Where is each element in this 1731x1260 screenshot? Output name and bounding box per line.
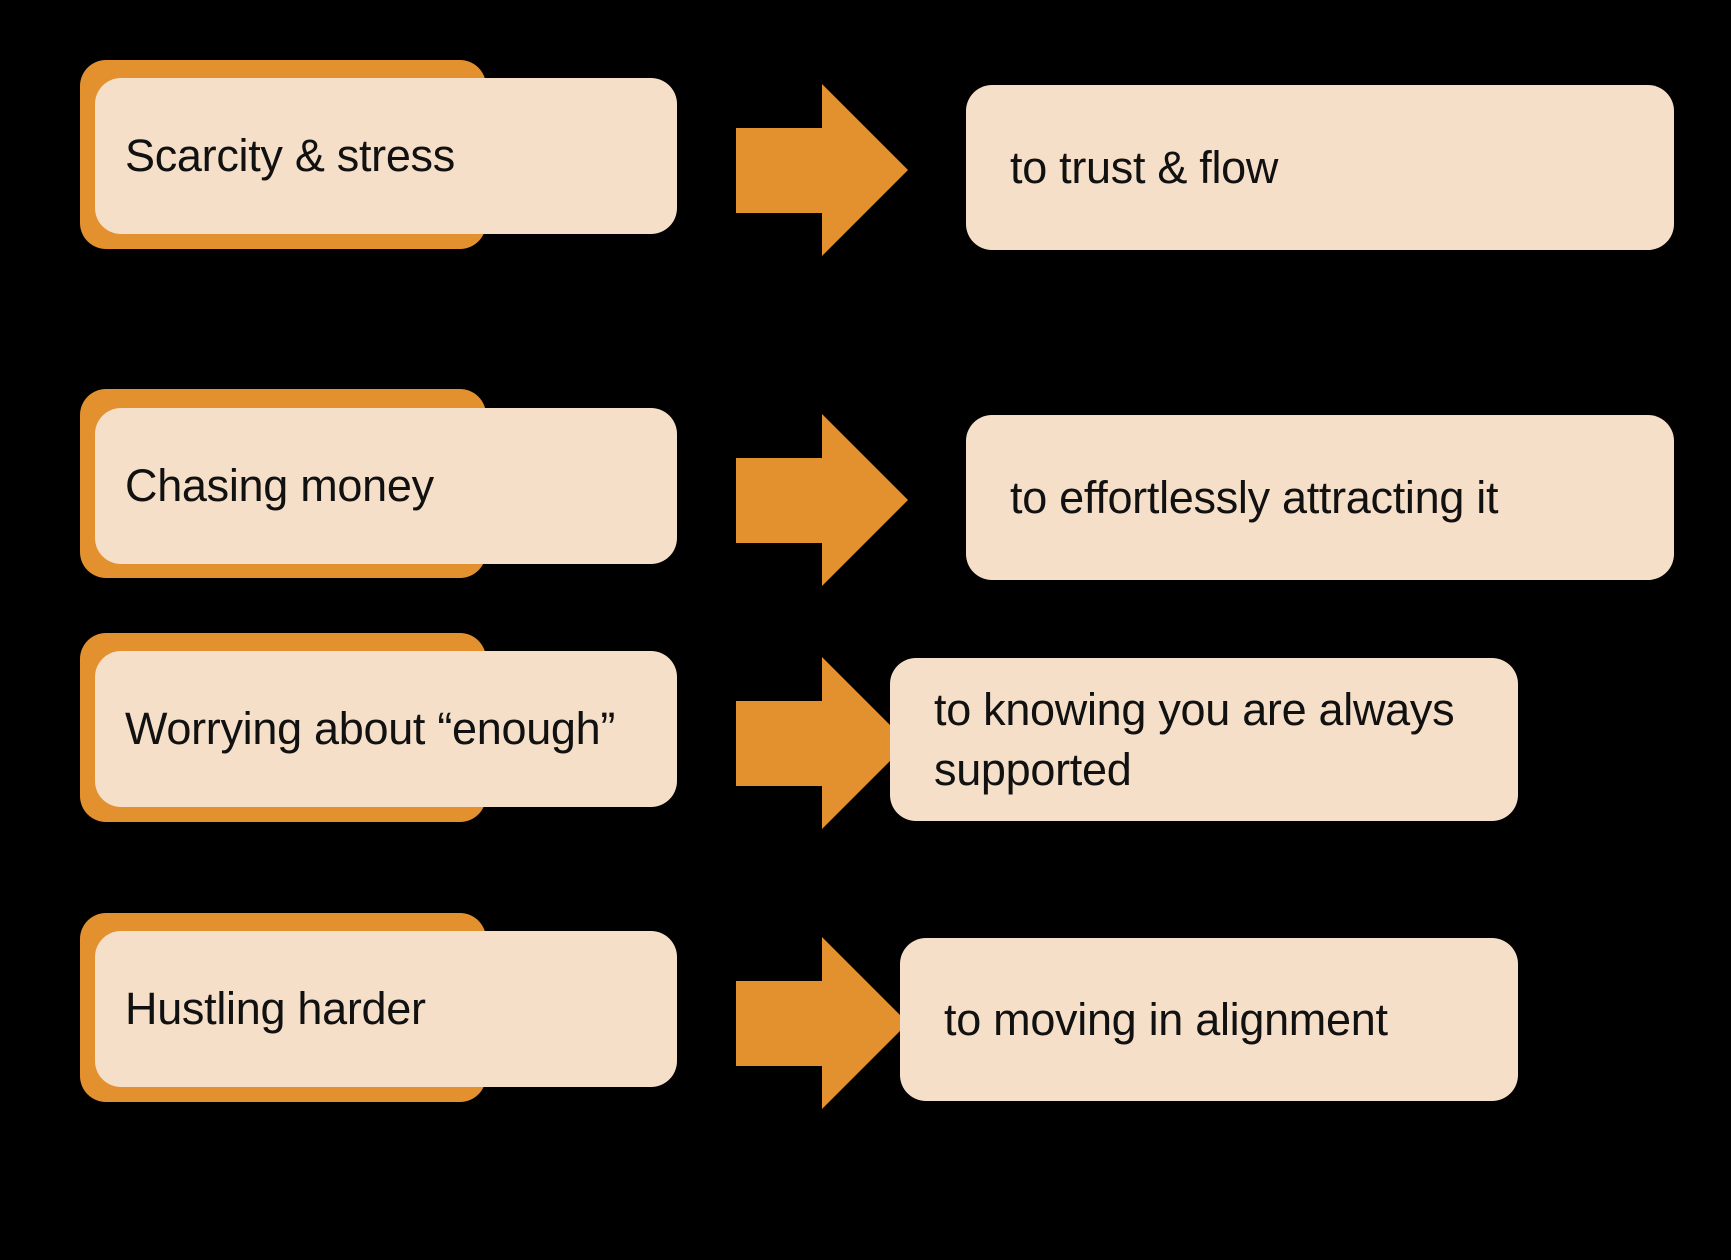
right-arrow-icon [730,653,912,833]
transformation-row: Chasing money to effortlessly attracting… [0,330,1731,600]
right-card[interactable]: to effortlessly attracting it [966,415,1674,580]
right-card-label: to effortlessly attracting it [1010,471,1499,523]
transformation-row: Worrying about “enough” to knowing you a… [0,575,1731,855]
right-card-label: to knowing you are always supported [934,683,1455,795]
left-card-label: Chasing money [125,459,434,511]
left-card-label: Hustling harder [125,982,426,1034]
transformation-row: Hustling harder to moving in alignment [0,855,1731,1135]
left-card[interactable]: Scarcity & stress [95,78,677,234]
right-card[interactable]: to knowing you are always supported [890,658,1518,821]
right-arrow-icon [730,80,912,260]
left-card[interactable]: Worrying about “enough” [95,651,677,807]
right-arrow-icon [730,933,912,1113]
left-card-label: Worrying about “enough” [125,702,616,754]
right-card-label: to moving in alignment [944,993,1388,1045]
right-arrow-icon [730,410,912,590]
left-card[interactable]: Chasing money [95,408,677,564]
right-card[interactable]: to trust & flow [966,85,1674,250]
transformation-row: Scarcity & stress to trust & flow [0,0,1731,330]
right-card[interactable]: to moving in alignment [900,938,1518,1101]
left-card-label: Scarcity & stress [125,129,455,181]
left-card[interactable]: Hustling harder [95,931,677,1087]
right-card-label: to trust & flow [1010,141,1279,193]
